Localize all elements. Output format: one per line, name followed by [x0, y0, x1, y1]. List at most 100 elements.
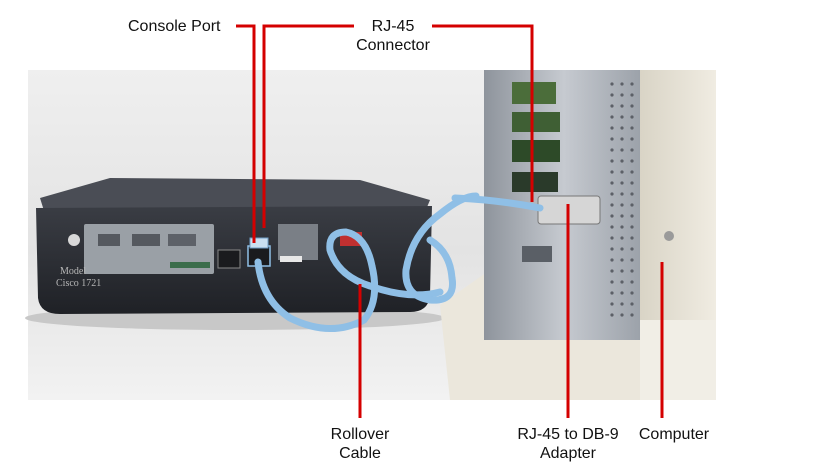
vent-hole — [630, 247, 634, 251]
expansion-card-1 — [512, 82, 556, 104]
serial-port-1 — [98, 234, 120, 246]
vent-hole — [630, 181, 634, 185]
vent-hole — [630, 159, 634, 163]
callout-lines — [236, 24, 664, 418]
vent-hole — [610, 302, 614, 306]
case-screw — [664, 231, 674, 241]
vent-hole — [630, 148, 634, 152]
expansion-card-3 — [512, 140, 560, 162]
vent-hole — [620, 82, 624, 86]
vent-hole — [630, 137, 634, 141]
vent-hole — [610, 104, 614, 108]
vent-hole — [630, 115, 634, 119]
vent-hole — [610, 159, 614, 163]
label-console-port: Console Port — [128, 18, 221, 35]
vent-hole — [630, 302, 634, 306]
cable-segment-loop — [254, 228, 444, 332]
vent-hole — [630, 214, 634, 218]
vent-hole — [610, 236, 614, 240]
cable-segment-strand — [402, 192, 480, 304]
vent-hole — [630, 104, 634, 108]
label-computer: Computer — [638, 426, 710, 443]
vent-hole — [630, 170, 634, 174]
vent-hole — [630, 269, 634, 273]
vent-hole — [610, 269, 614, 273]
vent-hole — [620, 225, 624, 229]
vent-hole — [630, 126, 634, 130]
vent-hole — [610, 225, 614, 229]
label-adapter: RJ-45 to DB-9 Adapter — [517, 426, 619, 462]
vent-hole — [610, 258, 614, 262]
vent-hole — [620, 170, 624, 174]
callout-console-port — [236, 24, 256, 243]
model-line-2: Cisco 1721 — [56, 278, 101, 289]
db9-port — [522, 246, 552, 262]
vent-hole — [610, 280, 614, 284]
expansion-card-2 — [512, 112, 560, 132]
vent-hole — [610, 214, 614, 218]
vent-hole — [630, 291, 634, 295]
vent-hole — [620, 236, 624, 240]
label-rollover-cable: Rollover Cable — [330, 426, 390, 462]
vent-hole — [620, 148, 624, 152]
vent-hole — [620, 137, 624, 141]
vent-hole — [610, 203, 614, 207]
vent-hole — [630, 258, 634, 262]
vent-hole — [620, 247, 624, 251]
vent-hole — [610, 192, 614, 196]
serial-port-2 — [132, 234, 160, 246]
status-led-strip — [170, 262, 210, 268]
vent-hole — [630, 236, 634, 240]
vent-hole — [620, 104, 624, 108]
vent-hole — [620, 192, 624, 196]
vent-hole — [620, 159, 624, 163]
vent-hole — [610, 126, 614, 130]
callout-rj45-connector-right — [432, 24, 534, 202]
vent-hole — [610, 82, 614, 86]
vent-hole — [630, 280, 634, 284]
vent-hole — [620, 203, 624, 207]
vent-hole — [610, 170, 614, 174]
vent-hole — [630, 93, 634, 97]
photo: Model Cisco 1721 — [25, 70, 716, 400]
callout-rj45-connector — [262, 24, 354, 228]
router-sticker — [280, 256, 302, 262]
vent-hole — [620, 181, 624, 185]
vent-holes — [610, 82, 634, 317]
vent-hole — [630, 82, 634, 86]
rj45-plug — [249, 237, 269, 249]
vent-hole — [620, 115, 624, 119]
vent-hole — [630, 192, 634, 196]
label-rj45-connector: RJ-45 Connector — [356, 18, 430, 54]
vent-hole — [620, 214, 624, 218]
computer-side-panel — [640, 70, 716, 338]
vent-hole — [620, 280, 624, 284]
serial-port-3 — [168, 234, 196, 246]
vent-hole — [610, 137, 614, 141]
vent-hole — [610, 313, 614, 317]
power-led — [68, 234, 80, 246]
vent-hole — [610, 181, 614, 185]
vent-hole — [610, 291, 614, 295]
vent-hole — [610, 93, 614, 97]
vent-hole — [620, 126, 624, 130]
cable-segment-to-adapter — [451, 194, 544, 212]
router-top — [40, 178, 430, 214]
vent-hole — [620, 313, 624, 317]
vent-hole — [630, 225, 634, 229]
vent-hole — [620, 302, 624, 306]
vent-hole — [630, 203, 634, 207]
vent-hole — [630, 313, 634, 317]
computer-side-bottom — [640, 320, 716, 400]
aux-port — [278, 224, 318, 260]
expansion-card-4 — [512, 172, 558, 192]
vent-hole — [610, 115, 614, 119]
model-line-1: Model — [60, 266, 86, 277]
vent-hole — [620, 269, 624, 273]
vent-hole — [620, 258, 624, 262]
vent-hole — [620, 93, 624, 97]
vent-hole — [610, 247, 614, 251]
vent-hole — [620, 291, 624, 295]
vent-hole — [610, 148, 614, 152]
